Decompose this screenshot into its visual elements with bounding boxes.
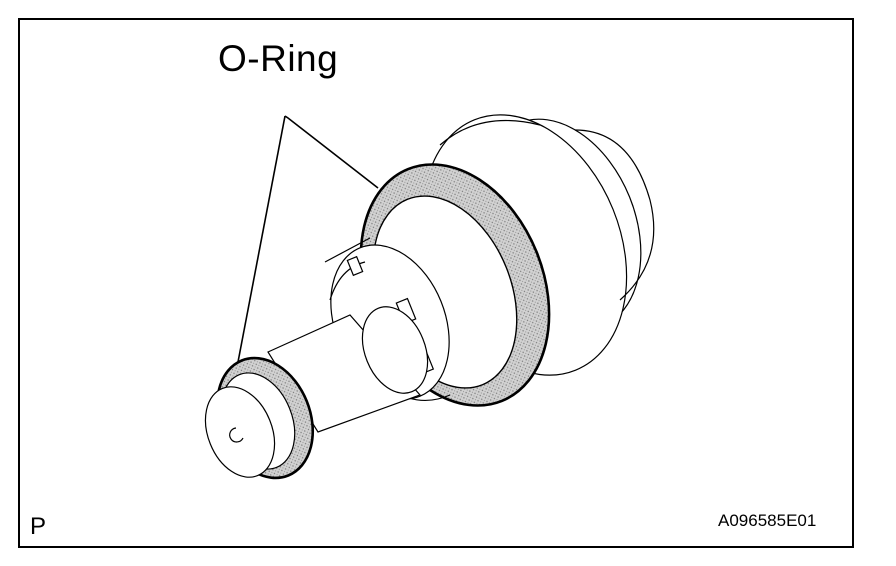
- figure-id: A096585E01: [718, 511, 817, 530]
- shaft-tip: [204, 386, 276, 478]
- shaft: [267, 306, 429, 433]
- oring-label: O-Ring: [218, 38, 339, 79]
- leader-line-small-oring: [237, 115, 286, 363]
- corner-code: P: [30, 513, 47, 540]
- leader-line-large-oring: [284, 115, 379, 189]
- leader-lines: [237, 115, 379, 363]
